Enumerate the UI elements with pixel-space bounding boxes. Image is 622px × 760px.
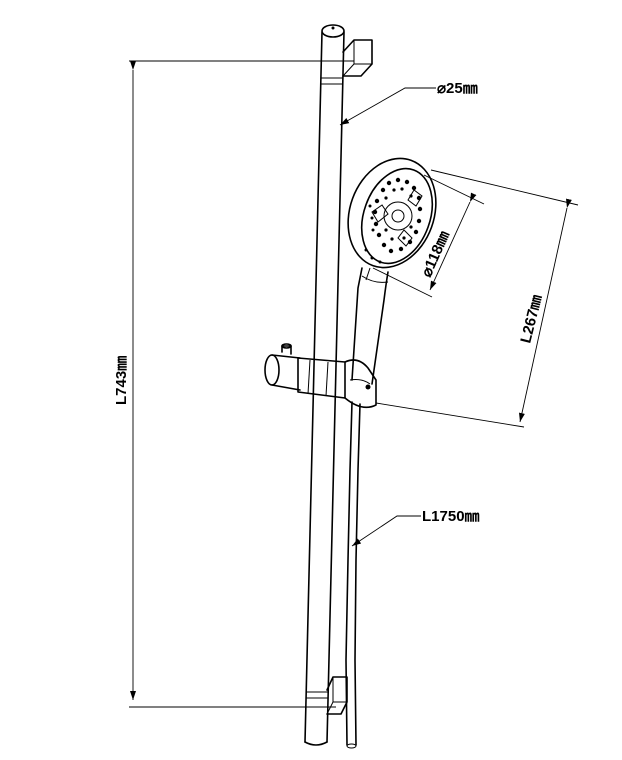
rail-length-label: L743㎜: [113, 356, 130, 405]
rail-length-dimension: L743㎜: [113, 60, 354, 708]
rail-diameter-callout: ⌀25㎜: [339, 80, 478, 126]
hand-shower: [347, 157, 437, 385]
top-wall-bracket: [342, 39, 373, 77]
bottom-wall-bracket: [326, 676, 348, 715]
handle-length-label: L267㎜: [517, 293, 545, 345]
hose-length-callout: L1750㎜: [351, 508, 480, 547]
slider-holder: [264, 343, 377, 409]
slide-rail: [304, 24, 345, 746]
shower-hose: [345, 401, 361, 749]
hose-length-label: L1750㎜: [422, 508, 480, 525]
rail-diameter-label: ⌀25㎜: [437, 80, 478, 97]
handle-length-dimension: L267㎜: [375, 169, 579, 428]
